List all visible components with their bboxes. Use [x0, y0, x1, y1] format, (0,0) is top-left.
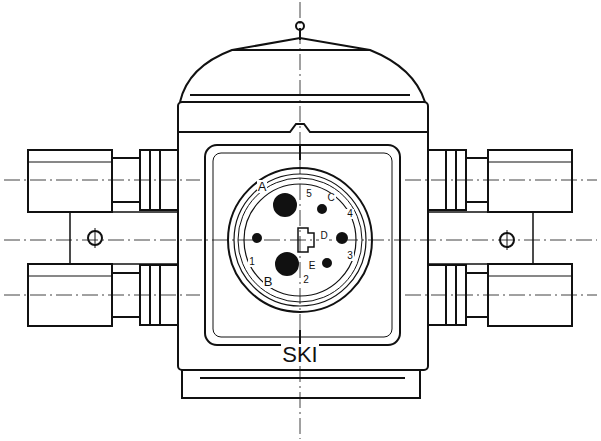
centre-lines	[4, 2, 597, 439]
pin-number: 5	[305, 189, 313, 199]
receptacle-face	[228, 168, 372, 312]
left-fittings	[28, 150, 178, 326]
pin-label: C	[326, 193, 335, 203]
pin-number: 3	[346, 251, 354, 261]
pin-label: D	[319, 231, 328, 241]
pin-number: 4	[346, 209, 354, 219]
pin-label: E	[308, 261, 317, 271]
model-mark: SKI	[281, 344, 318, 366]
housing-body	[178, 102, 428, 398]
right-fittings	[428, 150, 572, 326]
top-cap	[180, 22, 425, 102]
pin-label: B	[263, 275, 274, 288]
pin-label: A	[257, 180, 268, 193]
pin-number: 1	[248, 257, 256, 267]
pin-number: 2	[302, 275, 310, 285]
